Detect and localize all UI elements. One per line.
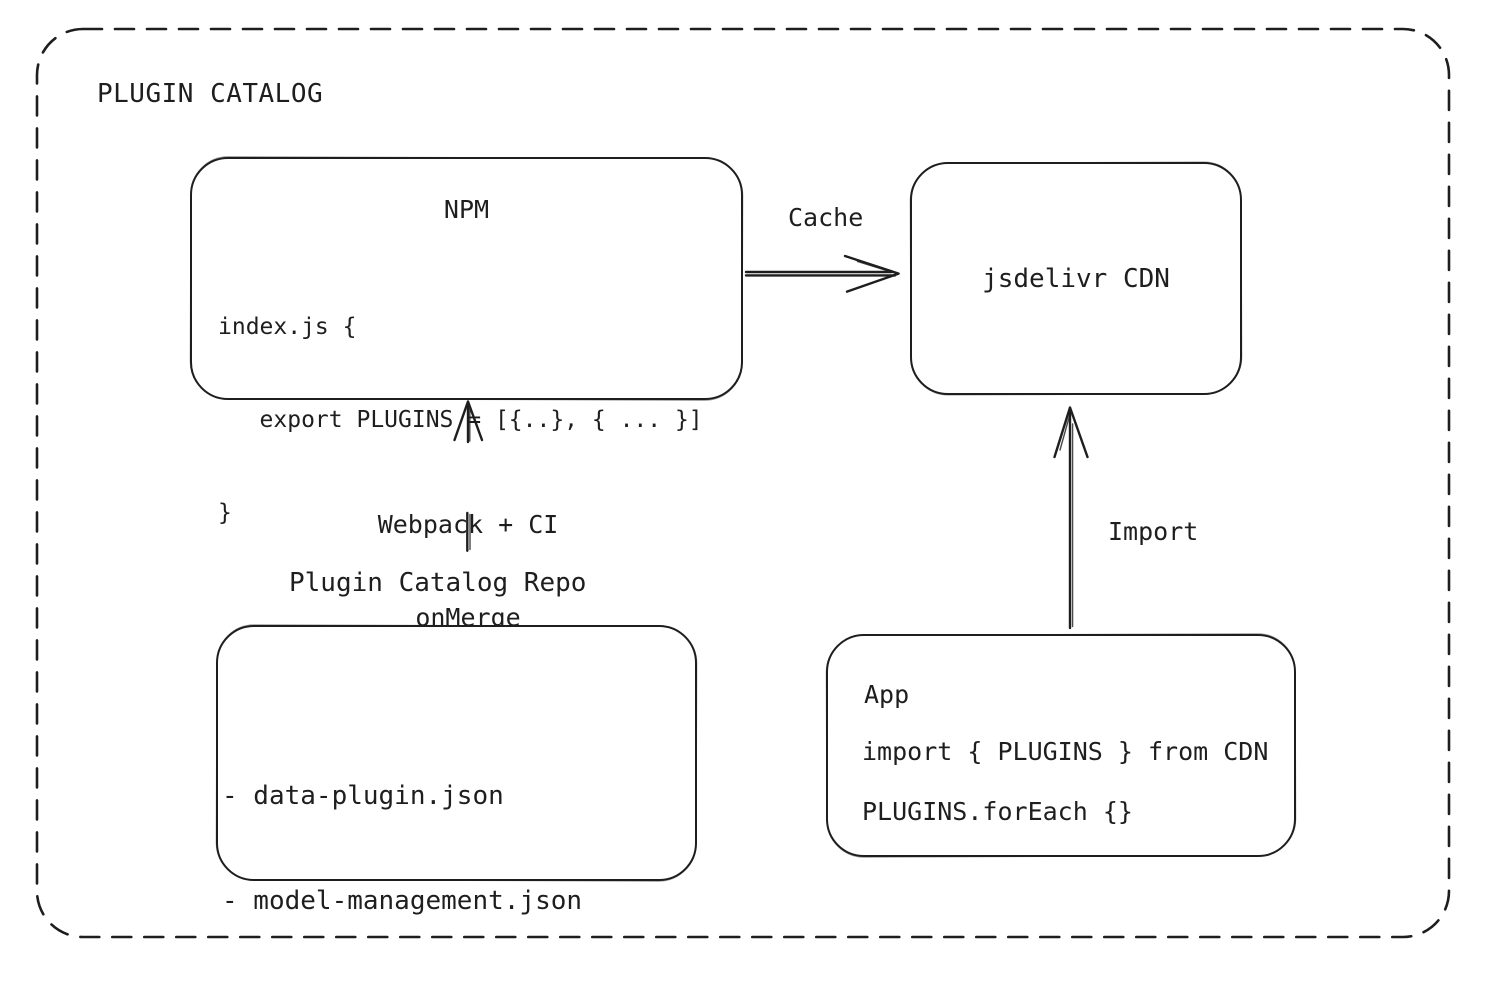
repo-file-item: - data-plugin.json: [222, 781, 504, 811]
app-node[interactable]: App import { PLUGINS } from CDN PLUGINS.…: [826, 634, 1296, 857]
repo-file-list: - data-plugin.json - model-management.js…: [222, 709, 582, 1002]
app-code-line: import { PLUGINS } from CDN: [862, 737, 1269, 766]
cache-arrow[interactable]: [744, 254, 900, 293]
frame-title: PLUGIN CATALOG: [97, 79, 324, 109]
build-edge-label[interactable]: Webpack + CI onMerge: [357, 447, 579, 695]
cdn-node[interactable]: jsdelivr CDN: [910, 162, 1242, 395]
npm-code-block: index.js { export PLUGINS = [{..}, { ...…: [218, 250, 703, 591]
app-node-title: App: [864, 680, 910, 709]
npm-code-line: }: [218, 500, 232, 526]
import-edge-label[interactable]: Import: [1108, 517, 1199, 546]
repo-node[interactable]: - data-plugin.json - model-management.js…: [216, 625, 697, 1002]
npm-code-line: index.js {: [218, 314, 357, 340]
import-arrow[interactable]: [1053, 406, 1089, 630]
npm-node[interactable]: NPM index.js { export PLUGINS = [{..}, {…: [190, 157, 743, 526]
build-arrow[interactable]: [453, 400, 484, 552]
npm-code-line: export PLUGINS = [{..}, { ... }]: [218, 407, 703, 433]
cdn-node-title: jsdelivr CDN: [982, 263, 1170, 294]
npm-node-title: NPM: [443, 195, 490, 224]
app-code-line: PLUGINS.forEach {}: [862, 797, 1133, 826]
cache-edge-label[interactable]: Cache: [788, 203, 864, 232]
repo-node-label[interactable]: Plugin Catalog Repo: [289, 568, 587, 598]
repo-file-item: - model-management.json: [222, 886, 583, 916]
build-edge-label-line1: Webpack + CI: [377, 510, 559, 539]
plugin-catalog-frame[interactable]: [35, 27, 1451, 939]
repo-file-item: ...: [222, 989, 582, 1002]
